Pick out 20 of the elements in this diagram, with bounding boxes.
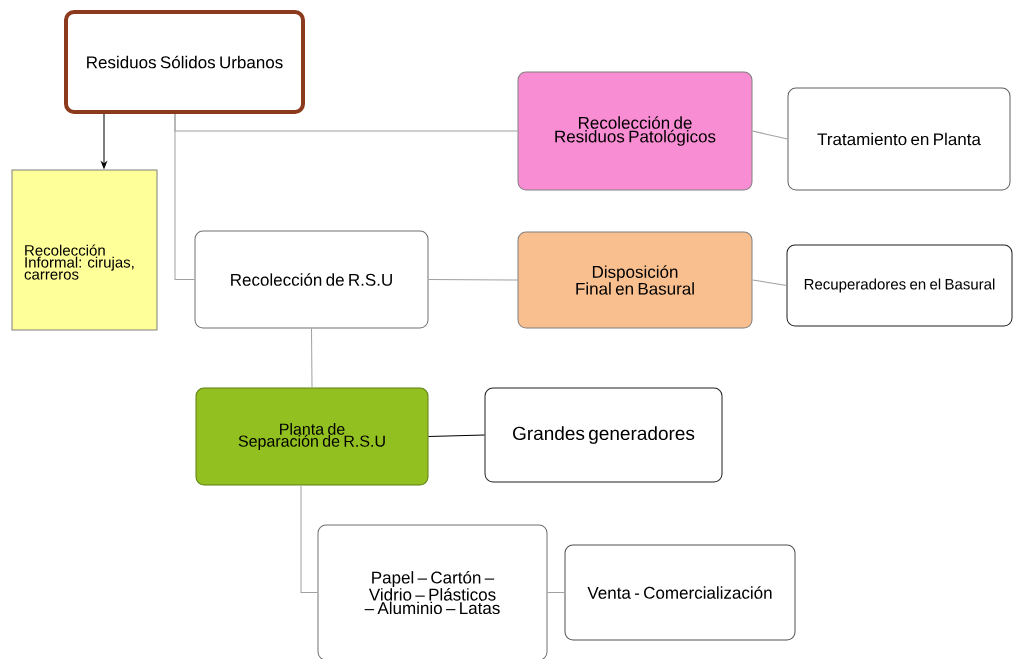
process-box: Papel – Cartón – Vidrio – Plásticos – Aluminio – Latas [317,524,548,659]
process-box: Tratamiento en Planta [787,87,1011,191]
process-box: Grandes generadores [484,387,723,483]
connector-line [311,328,313,388]
note-box: Recolección Informal: cirujas, carreros [11,169,158,331]
process-box: Disposición Final en Basural [517,231,753,329]
process-box: Residuos Sólidos Urbanos [64,10,305,114]
connector-line [752,130,788,140]
process-box: Recolección de Residuos Patológicos [517,71,753,191]
connector-line [428,279,518,281]
connector-line [101,113,107,169]
process-box: Recolección de R.S.U [194,230,429,329]
connector-line [174,113,195,280]
connector-line [752,279,787,286]
process-box: Recuperadores en el Basural [786,244,1013,327]
connector-line [300,485,318,593]
connector-line [547,592,565,593]
connector-line [428,434,485,437]
process-box: Venta - Comercialización [564,544,796,641]
process-box: Planta de Separación de R.S.U [195,387,429,486]
